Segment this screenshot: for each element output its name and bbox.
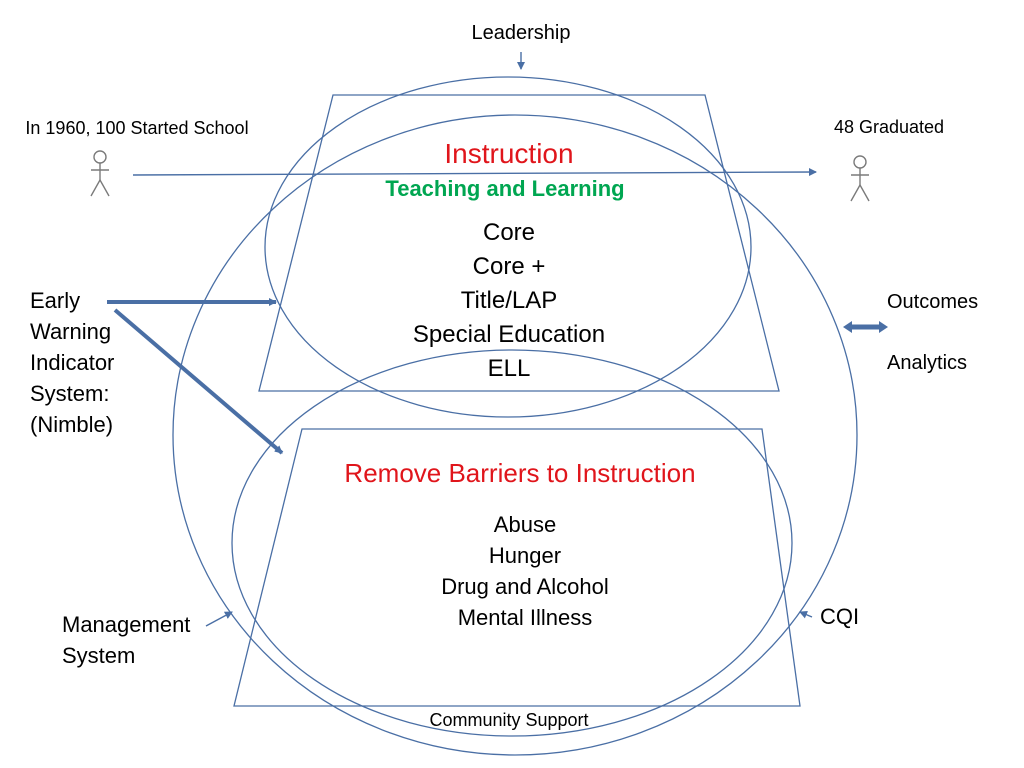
barriers-trapezoid — [233, 428, 801, 707]
early-warning-line: Warning — [30, 319, 111, 344]
instruction-item: Core — [483, 219, 535, 246]
barriers-item: Hunger — [489, 543, 561, 568]
leadership-label: Leadership — [472, 22, 571, 44]
barriers-item: Drug and Alcohol — [441, 574, 609, 599]
right-person-label: 48 Graduated — [834, 117, 944, 137]
instruction-item: Title/LAP — [461, 287, 557, 314]
early-warning-line: System: — [30, 381, 109, 406]
outcomes-label: Outcomes — [887, 291, 978, 313]
outer-circle — [172, 114, 858, 756]
instruction-title: Instruction — [444, 138, 573, 169]
management-label: System — [62, 643, 135, 668]
early-warning-line: Indicator — [30, 350, 114, 375]
barriers-title: Remove Barriers to Instruction — [344, 458, 695, 488]
community-support-label: Community Support — [429, 710, 588, 730]
double-arrow-icon — [843, 321, 888, 333]
left-person-label: In 1960, 100 Started School — [25, 118, 248, 138]
instruction-item: Core + — [473, 253, 546, 280]
management-label: Management — [62, 612, 190, 637]
instruction-item: Special Education — [413, 321, 605, 348]
early-warning-line: (Nimble) — [30, 412, 113, 437]
barriers-item: Mental Illness — [458, 605, 593, 630]
early-warning-line: Early — [30, 288, 80, 313]
cqi-label: CQI — [820, 604, 859, 629]
person-icon — [90, 150, 110, 197]
cqi-arrow — [799, 611, 813, 619]
progression-arrow — [132, 168, 817, 177]
person-icon — [850, 155, 870, 202]
early-warning-arrow-to-barriers — [113, 308, 284, 455]
instruction-item: ELL — [488, 355, 531, 382]
management-arrow — [205, 611, 233, 627]
barriers-item: Abuse — [494, 512, 556, 537]
instruction-ellipse — [264, 76, 752, 418]
instruction-subtitle: Teaching and Learning — [385, 176, 624, 201]
analytics-label: Analytics — [887, 352, 967, 374]
instruction-trapezoid — [258, 94, 780, 392]
barriers-ellipse — [231, 349, 793, 737]
